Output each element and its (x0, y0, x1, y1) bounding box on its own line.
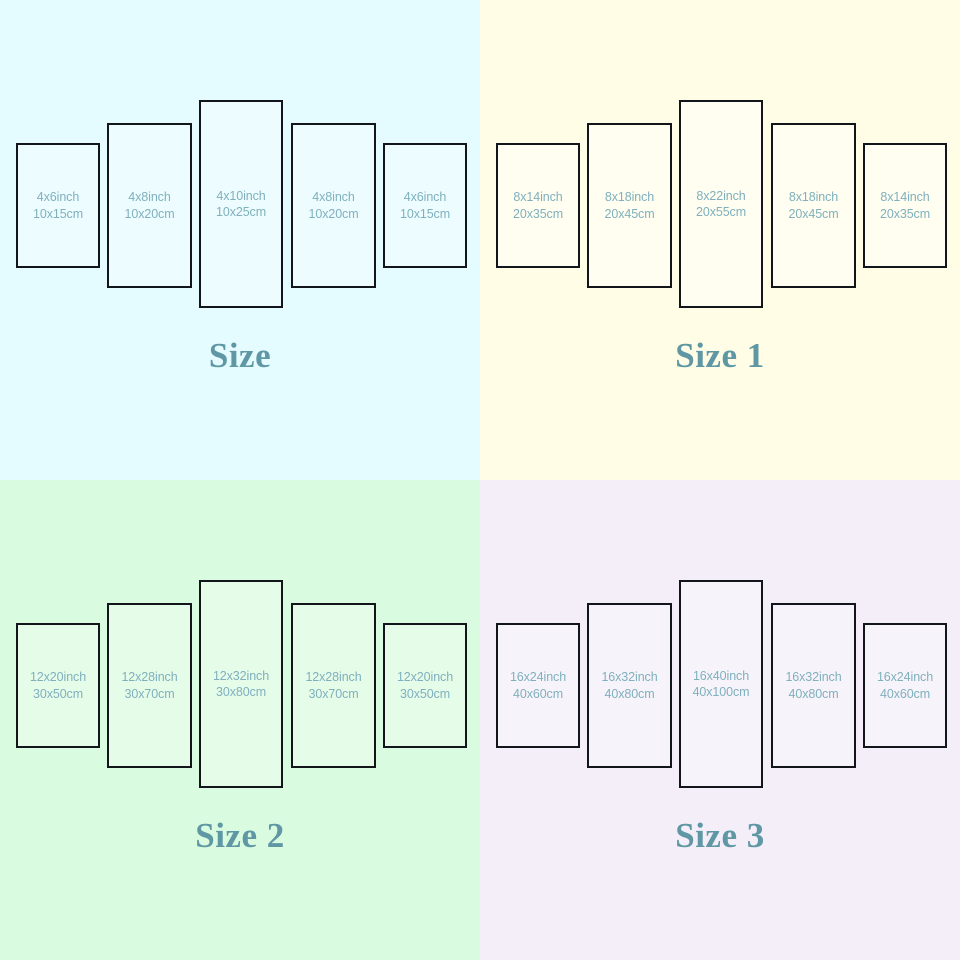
panel-dimension-label: 4x6inch 10x15cm (33, 189, 83, 222)
panel-group: 16x24inch 40x60cm 16x32inch 40x80cm 16x40inc… (480, 480, 960, 810)
panel-dimension-label: 12x32inch 30x80cm (213, 668, 269, 701)
dimension-inches: 12x20inch (29, 670, 87, 684)
dimension-inches: 4x8inch (312, 190, 355, 204)
panel-group: 4x6inch 10x15cm 4x8inch 10x20cm 4x10inch 10x2… (0, 0, 480, 330)
canvas-panel[interactable]: 16x32inch 40x80cm (587, 603, 672, 768)
canvas-panel[interactable]: 8x22inch 20x55cm (679, 100, 763, 308)
dimension-inches: 4x6inch (403, 190, 447, 204)
canvas-panel[interactable]: 4x6inch 10x15cm (383, 143, 467, 268)
panel-dimension-label: 8x18inch 20x45cm (788, 189, 838, 222)
dimension-inches: 16x32inch (601, 670, 658, 684)
quadrant-title: Size (208, 336, 272, 375)
panel-dimension-label: 4x6inch 10x15cm (400, 189, 450, 222)
panel-group: 8x14inch 20x35cm 8x18inch 20x45cm 8x22inch 20… (480, 0, 960, 330)
panel-dimension-label: 12x20inch 30x50cm (397, 669, 453, 702)
dimension-inches: 16x32inch (785, 670, 842, 684)
canvas-panel[interactable]: 4x8inch 10x20cm (107, 123, 192, 288)
quadrant-size-1[interactable]: 8x14inch 20x35cm 8x18inch 20x45cm 8x22inch 20… (480, 0, 960, 480)
panel-dimension-label: 16x32inch 40x80cm (601, 669, 657, 702)
dimension-centimeters: 10x15cm (399, 206, 451, 221)
dimension-centimeters: 20x35cm (879, 206, 931, 221)
canvas-panel[interactable]: 8x18inch 20x45cm (587, 123, 672, 288)
dimension-centimeters: 30x70cm (308, 686, 359, 701)
dimension-centimeters: 30x70cm (124, 686, 175, 701)
canvas-panel[interactable]: 16x24inch 40x60cm (496, 623, 580, 748)
canvas-panel[interactable]: 8x18inch 20x45cm (771, 123, 856, 288)
panel-dimension-label: 12x28inch 30x70cm (121, 669, 177, 702)
panel-dimension-label: 16x40inch 40x100cm (693, 668, 750, 701)
dimension-inches: 8x18inch (788, 190, 839, 204)
panel-dimension-label: 8x14inch 20x35cm (513, 189, 563, 222)
panel-dimension-label: 16x24inch 40x60cm (510, 669, 566, 702)
panel-dimension-label: 4x8inch 10x20cm (308, 189, 358, 222)
quadrant-title: Size 2 (195, 816, 285, 855)
dimension-centimeters: 30x50cm (399, 686, 451, 701)
canvas-panel[interactable]: 8x14inch 20x35cm (496, 143, 580, 268)
quadrant-title: Size 1 (675, 336, 765, 375)
quadrant-size-2[interactable]: 12x20inch 30x50cm 12x28inch 30x70cm 12x32inc… (0, 480, 480, 960)
dimension-centimeters: 10x20cm (124, 206, 175, 221)
canvas-panel[interactable]: 12x20inch 30x50cm (383, 623, 467, 748)
quadrant-title: Size 3 (675, 816, 765, 855)
dimension-centimeters: 40x100cm (692, 685, 750, 699)
dimension-inches: 16x24inch (876, 670, 934, 684)
canvas-panel[interactable]: 16x40inch 40x100cm (679, 580, 763, 788)
dimension-centimeters: 20x55cm (695, 205, 747, 219)
dimension-inches: 8x18inch (604, 190, 655, 204)
dimension-centimeters: 40x60cm (879, 686, 931, 701)
dimension-inches: 8x22inch (696, 188, 746, 203)
dimension-centimeters: 10x20cm (308, 206, 359, 221)
dimension-inches: 4x10inch (216, 188, 266, 203)
panel-dimension-label: 16x32inch 40x80cm (785, 669, 841, 702)
panel-dimension-label: 8x18inch 20x45cm (604, 189, 654, 222)
dimension-inches: 16x24inch (509, 670, 567, 684)
panel-dimension-label: 4x8inch 10x20cm (124, 189, 174, 222)
canvas-panel[interactable]: 12x20inch 30x50cm (16, 623, 100, 748)
dimension-centimeters: 20x45cm (788, 206, 839, 221)
panel-dimension-label: 12x28inch 30x70cm (305, 669, 361, 702)
dimension-centimeters: 20x35cm (512, 206, 564, 221)
dimension-inches: 12x28inch (305, 670, 362, 684)
panel-dimension-label: 8x22inch 20x55cm (696, 188, 746, 221)
panel-dimension-label: 16x24inch 40x60cm (877, 669, 933, 702)
dimension-centimeters: 30x80cm (215, 685, 267, 699)
quadrant-size-3[interactable]: 16x24inch 40x60cm 16x32inch 40x80cm 16x40inc… (480, 480, 960, 960)
panel-group: 12x20inch 30x50cm 12x28inch 30x70cm 12x32inc… (0, 480, 480, 810)
dimension-centimeters: 30x50cm (32, 686, 84, 701)
canvas-panel[interactable]: 12x28inch 30x70cm (107, 603, 192, 768)
dimension-inches: 8x14inch (513, 190, 563, 204)
canvas-panel[interactable]: 12x32inch 30x80cm (199, 580, 283, 788)
panel-dimension-label: 8x14inch 20x35cm (880, 189, 930, 222)
canvas-panel[interactable]: 12x28inch 30x70cm (291, 603, 376, 768)
dimension-inches: 16x40inch (692, 668, 750, 683)
dimension-inches: 12x32inch (212, 668, 270, 683)
canvas-panel[interactable]: 8x14inch 20x35cm (863, 143, 947, 268)
dimension-inches: 12x28inch (121, 670, 178, 684)
dimension-centimeters: 20x45cm (604, 206, 655, 221)
dimension-inches: 4x6inch (36, 190, 80, 204)
dimension-inches: 4x8inch (128, 190, 171, 204)
panel-dimension-label: 12x20inch 30x50cm (30, 669, 86, 702)
dimension-centimeters: 40x80cm (604, 686, 655, 701)
dimension-centimeters: 40x60cm (512, 686, 564, 701)
dimension-inches: 12x20inch (396, 670, 454, 684)
dimension-inches: 8x14inch (880, 190, 930, 204)
canvas-panel[interactable]: 4x8inch 10x20cm (291, 123, 376, 288)
dimension-centimeters: 10x25cm (215, 205, 267, 219)
canvas-panel[interactable]: 16x32inch 40x80cm (771, 603, 856, 768)
panel-dimension-label: 4x10inch 10x25cm (216, 188, 266, 221)
canvas-panel[interactable]: 16x24inch 40x60cm (863, 623, 947, 748)
dimension-centimeters: 40x80cm (788, 686, 839, 701)
canvas-panel[interactable]: 4x6inch 10x15cm (16, 143, 100, 268)
dimension-centimeters: 10x15cm (32, 206, 84, 221)
canvas-panel[interactable]: 4x10inch 10x25cm (199, 100, 283, 308)
quadrant-size[interactable]: 4x6inch 10x15cm 4x8inch 10x20cm 4x10inch 10x2… (0, 0, 480, 480)
